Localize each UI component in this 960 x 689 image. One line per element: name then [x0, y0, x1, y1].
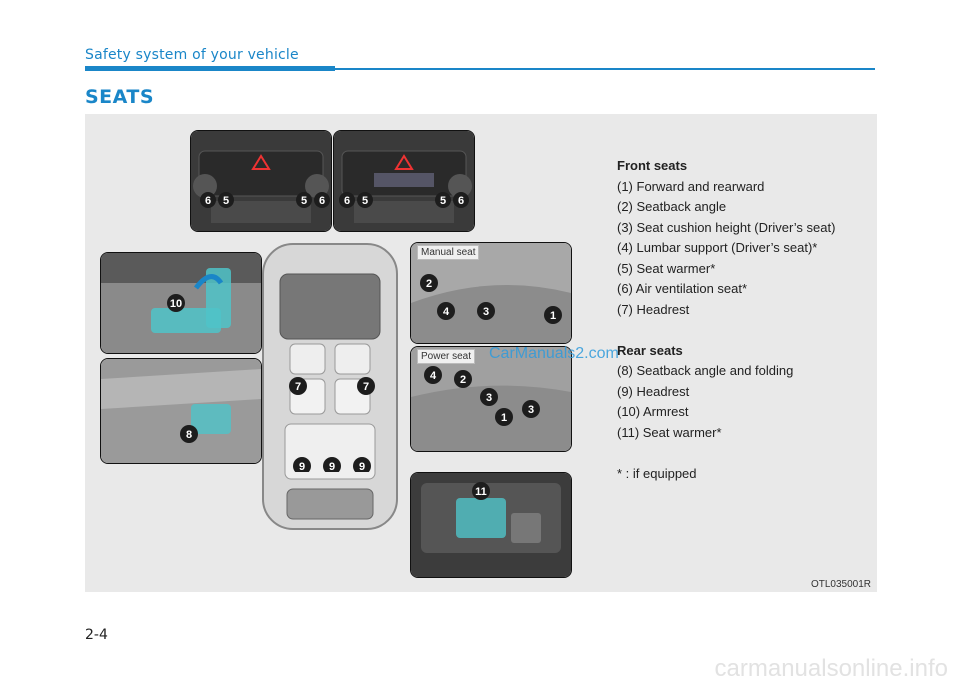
callout-manual-0: 2 — [420, 274, 438, 292]
legend-spacer — [617, 443, 867, 464]
svg-text:1: 1 — [550, 310, 556, 322]
callout-headrest-rear-1: 9 — [323, 457, 341, 472]
callout-console-right-1: 5 — [357, 192, 373, 208]
section-title: Safety system of your vehicle — [85, 47, 299, 63]
svg-text:3: 3 — [528, 404, 534, 416]
svg-text:6: 6 — [319, 195, 325, 207]
svg-text:5: 5 — [362, 195, 368, 207]
callout-power-1: 2 — [454, 370, 472, 388]
svg-text:10: 10 — [170, 298, 182, 310]
callout-console-right-0: 6 — [339, 192, 355, 208]
callout-power-0: 4 — [424, 366, 442, 384]
callout-console-left-1: 5 — [218, 192, 234, 208]
callout-headrest-rear-2: 9 — [353, 457, 371, 472]
header-rule-thick — [85, 66, 335, 71]
header-rule-thin — [335, 68, 875, 70]
svg-text:6: 6 — [205, 195, 211, 207]
svg-text:3: 3 — [486, 392, 492, 404]
legend-spacer — [617, 320, 867, 341]
callout-manual-2: 3 — [477, 302, 495, 320]
callout-console-right-2: 5 — [435, 192, 451, 208]
legend-item: (3) Seat cushion height (Driver’s seat) — [617, 219, 836, 235]
figure-code: OTL035001R — [810, 579, 871, 590]
svg-text:9: 9 — [359, 461, 365, 472]
svg-text:3: 3 — [483, 306, 489, 318]
legend-rear-title: Rear seats — [617, 342, 683, 358]
svg-text:6: 6 — [344, 195, 350, 207]
legend-item: (6) Air ventilation seat* — [617, 281, 748, 296]
svg-text:5: 5 — [223, 195, 229, 207]
callout-console-left-0: 6 — [200, 192, 216, 208]
svg-text:11: 11 — [475, 486, 487, 498]
svg-text:4: 4 — [430, 370, 437, 382]
side-seat-inset: 8 — [100, 358, 262, 464]
callout-power-2: 3 — [480, 388, 498, 406]
callout-power-3: 1 — [495, 408, 513, 426]
svg-text:9: 9 — [329, 461, 335, 472]
legend-front-title: Front seats — [617, 158, 688, 173]
watermark: CarManuals2.com — [489, 345, 619, 362]
svg-text:4: 4 — [443, 306, 450, 318]
power-seat-inset: 4 2 3 1 3 Power seat — [410, 346, 572, 452]
svg-text:2: 2 — [460, 374, 466, 386]
callout-door: 11 — [472, 482, 490, 500]
callout-console-right-3: 6 — [453, 192, 469, 208]
callout-armrest: 10 — [167, 294, 185, 312]
callout-power-4: 3 — [522, 400, 540, 418]
legend-note: * : if equipped — [617, 465, 697, 481]
callout-headrest-front-0: 7 — [289, 377, 307, 395]
svg-text:7: 7 — [363, 381, 369, 393]
svg-text:5: 5 — [440, 195, 446, 207]
legend-item: (7) Headrest — [617, 301, 690, 317]
callout-console-left-3: 6 — [314, 192, 330, 208]
legend: Front seats (1) Forward and rearward (2)… — [617, 156, 867, 484]
footer-site-watermark: carmanualsonline.info — [714, 655, 948, 682]
callout-headrest-rear-0: 9 — [293, 457, 311, 472]
callout-manual-3: 1 — [544, 306, 562, 324]
armrest-inset: 10 — [100, 252, 262, 354]
legend-item: (1) Forward and rearward — [617, 178, 765, 194]
callout-side: 8 — [180, 425, 198, 443]
svg-text:1: 1 — [501, 412, 507, 424]
svg-text:9: 9 — [299, 461, 305, 472]
svg-text:8: 8 — [186, 429, 192, 441]
legend-item: (4) Lumbar support (Driver’s seat)* — [617, 240, 818, 255]
console-inset-right — [333, 130, 475, 232]
figure-panel: 6 5 5 6 6 5 5 6 10 — [85, 114, 877, 592]
svg-text:7: 7 — [295, 381, 301, 393]
svg-text:6: 6 — [458, 195, 464, 207]
legend-item: (10) Armrest — [617, 404, 689, 419]
power-seat-label: Power seat — [417, 349, 476, 364]
door-inset: 11 — [410, 472, 572, 578]
page-number: 2-4 — [85, 627, 108, 643]
callout-manual-1: 4 — [437, 302, 455, 320]
legend-item: (2) Seatback angle — [617, 199, 727, 214]
manual-seat-inset: 2 4 3 1 Manual seat — [410, 242, 572, 344]
manual-seat-label: Manual seat — [417, 245, 480, 260]
page-heading: SEATS — [85, 86, 155, 108]
svg-text:5: 5 — [301, 195, 307, 207]
legend-item: (11) Seat warmer* — [617, 424, 722, 440]
legend-item: (5) Seat warmer* — [617, 260, 716, 276]
console-inset-left — [190, 130, 332, 232]
legend-item: (9) Headrest — [617, 383, 690, 399]
legend-item: (8) Seatback angle and folding — [617, 363, 794, 378]
svg-text:2: 2 — [426, 278, 432, 290]
callout-headrest-front-1: 7 — [357, 377, 375, 395]
callout-console-left-2: 5 — [296, 192, 312, 208]
